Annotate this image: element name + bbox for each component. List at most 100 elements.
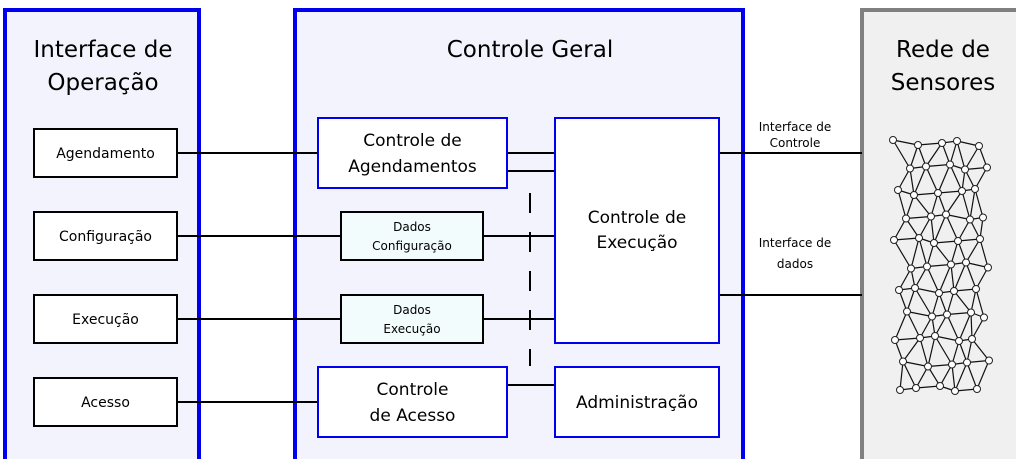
- mesh-edge: [949, 164, 963, 192]
- mesh-node: [951, 387, 959, 395]
- dados-configuracao-label-1: Dados: [393, 220, 431, 234]
- mesh-edge: [913, 194, 932, 217]
- mesh-edge: [927, 363, 953, 368]
- mesh-edge: [946, 314, 960, 342]
- mesh-node: [922, 162, 930, 171]
- mesh-node: [891, 336, 899, 344]
- mesh-edge: [892, 139, 911, 169]
- mesh-edge: [925, 163, 951, 168]
- mesh-node: [889, 136, 897, 144]
- mesh-node: [936, 382, 944, 390]
- mesh-edge: [892, 139, 919, 146]
- mesh-node: [972, 285, 980, 293]
- mesh-edge: [906, 311, 921, 339]
- mesh-edge: [951, 364, 956, 392]
- mesh-edge: [918, 237, 928, 267]
- mesh-node: [927, 212, 935, 221]
- mesh-edge: [965, 238, 981, 263]
- dados-execucao-label-2: Execução: [383, 322, 440, 336]
- mesh-edge: [971, 317, 985, 340]
- mesh-edge: [897, 168, 911, 191]
- mesh-edge: [925, 166, 939, 194]
- mesh-edge: [950, 264, 955, 292]
- controle-acesso-box: [317, 366, 508, 438]
- general-control-title: Controle Geral: [447, 37, 614, 63]
- interface-dados-label-1: Interface de: [759, 236, 832, 250]
- mesh-node: [896, 386, 904, 394]
- mesh-edge: [909, 168, 915, 196]
- mesh-edge: [975, 288, 985, 318]
- mesh-node: [935, 289, 943, 297]
- mesh-edge: [926, 266, 940, 294]
- mesh-edge: [919, 316, 933, 339]
- mesh-edge: [902, 337, 921, 362]
- mesh-node: [984, 263, 992, 272]
- sensor-network-title-line-1: Rede de: [896, 37, 990, 63]
- mesh-edge: [970, 312, 973, 340]
- mesh-edge: [945, 190, 963, 215]
- controle-execucao-label-1: Controle de: [588, 208, 687, 228]
- mesh-node: [907, 264, 915, 273]
- mesh-node: [902, 214, 910, 223]
- controle-agendamentos-box: [317, 117, 508, 189]
- configuracao-box: [33, 211, 178, 261]
- mesh-node: [899, 357, 907, 366]
- execucao-box: [33, 294, 178, 344]
- mesh-edge: [946, 311, 972, 316]
- mesh-edge: [969, 188, 976, 220]
- mesh-edge: [946, 290, 955, 315]
- mesh-node: [942, 210, 950, 219]
- mesh-node: [947, 260, 955, 269]
- dados-execucao-label-1: Dados: [393, 303, 431, 317]
- mesh-edge: [917, 142, 943, 146]
- mesh-node: [910, 191, 918, 199]
- controle-execucao-label-2: Execução: [596, 233, 677, 253]
- mesh-node: [963, 358, 971, 367]
- mesh-edge: [945, 213, 971, 221]
- execucao-label: Execução: [72, 312, 139, 328]
- administracao-label: Administração: [576, 393, 698, 413]
- mesh-node: [955, 337, 963, 345]
- mesh-edge: [958, 312, 972, 342]
- mesh-edge: [934, 335, 960, 342]
- mesh-node: [968, 335, 976, 343]
- mesh-edge: [897, 189, 907, 219]
- mesh-edge: [970, 288, 977, 313]
- sensor-network-title-line-2: Sensores: [891, 70, 995, 96]
- mesh-edge: [927, 335, 936, 367]
- mesh-edge: [905, 215, 932, 220]
- interface-controle-label-2: Controle: [770, 136, 821, 150]
- mesh-node: [958, 187, 966, 195]
- acesso-label: Acesso: [81, 395, 130, 411]
- mesh-node: [943, 310, 951, 319]
- mesh-edge: [953, 262, 967, 292]
- mesh-edge: [965, 262, 977, 290]
- mesh-edge: [906, 310, 933, 318]
- mesh-edge: [945, 214, 959, 242]
- mesh-node: [976, 235, 984, 243]
- mesh-edge: [933, 242, 952, 265]
- mesh-edge: [913, 166, 927, 196]
- mesh-node: [979, 213, 987, 222]
- mesh-edge: [957, 219, 971, 242]
- mesh-node: [914, 141, 922, 149]
- mesh-node: [980, 313, 988, 322]
- mesh-edge: [974, 167, 988, 190]
- mesh-edge: [906, 287, 916, 312]
- mesh-edge: [915, 366, 929, 389]
- mesh-edge: [961, 190, 971, 220]
- mesh-node: [983, 163, 991, 172]
- mesh-edge: [966, 338, 973, 363]
- mesh-node: [916, 334, 924, 342]
- agendamento-label: Agendamento: [56, 146, 155, 162]
- acesso-box: [33, 377, 178, 427]
- mesh-edge: [918, 216, 932, 239]
- mesh-edge: [893, 237, 920, 241]
- mesh-node: [934, 189, 942, 197]
- controle-agendamentos-label-2: Agendamentos: [348, 157, 477, 177]
- mesh-node: [938, 139, 946, 147]
- mesh-edge: [933, 240, 959, 244]
- mesh-edge: [925, 142, 943, 167]
- mesh-edge: [979, 238, 989, 268]
- mesh-node: [966, 215, 974, 224]
